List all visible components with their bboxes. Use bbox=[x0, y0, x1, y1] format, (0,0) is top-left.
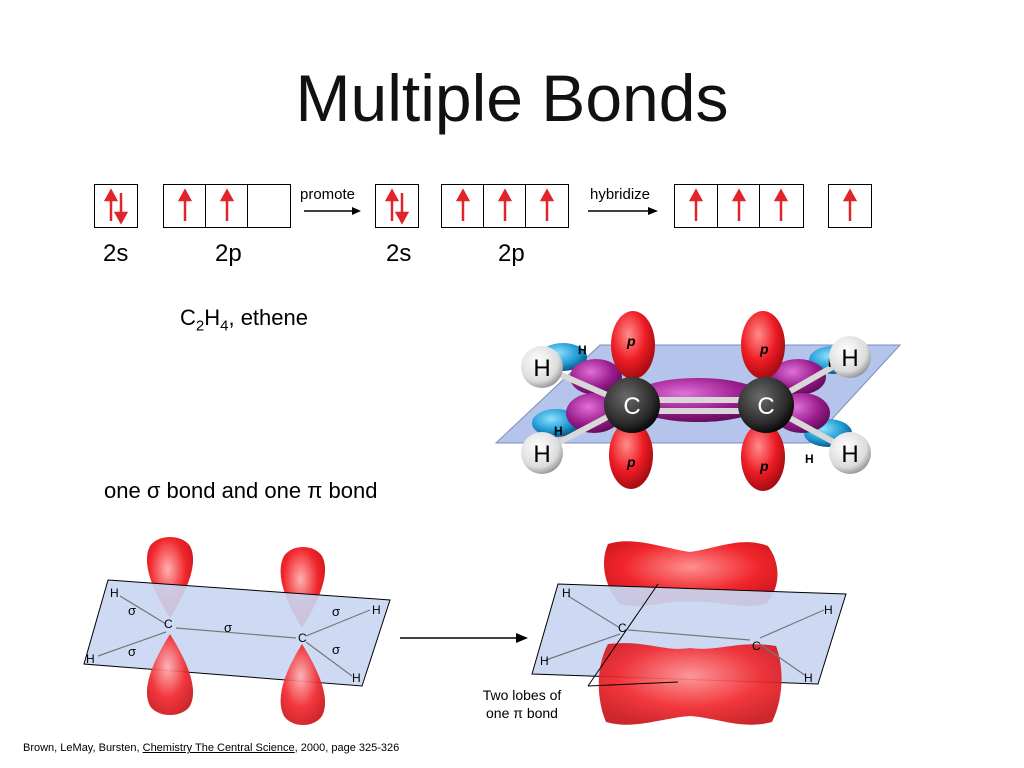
orbital-cell bbox=[95, 185, 137, 227]
atom-label-h: H bbox=[86, 652, 95, 666]
orbital-label-2s: 2s bbox=[103, 240, 129, 267]
orbital-cell bbox=[829, 185, 871, 227]
promote-arrow-icon bbox=[304, 207, 361, 215]
sigma-label: σ bbox=[224, 620, 232, 635]
c-atom bbox=[604, 377, 660, 433]
small-h-label: H bbox=[578, 343, 587, 357]
transition-arrow-icon bbox=[400, 633, 528, 643]
orbital-cell bbox=[206, 185, 248, 227]
atom-label-h: H bbox=[804, 671, 813, 685]
electron-pair-icon bbox=[384, 188, 410, 225]
hybridize-arrow-icon bbox=[588, 207, 658, 215]
atom-label-h: H bbox=[562, 586, 571, 600]
citation-details: , 2000, page 325-326 bbox=[294, 742, 400, 754]
orbital-p-label: p bbox=[626, 333, 636, 349]
orbital-p-label: p bbox=[759, 458, 769, 474]
electron-up-icon bbox=[539, 188, 555, 221]
p-orbital-lobe bbox=[146, 634, 194, 715]
atom-label-h: H bbox=[110, 586, 119, 600]
atom-label-c: C bbox=[752, 639, 761, 653]
h-atom bbox=[521, 346, 563, 388]
orbital-label-2p: 2p bbox=[215, 240, 242, 267]
p-orbital-bottom-right bbox=[741, 423, 785, 491]
pi-bond-lower-lobe bbox=[598, 643, 782, 725]
orbital-cell bbox=[484, 185, 526, 227]
orbital-box-2p-initial bbox=[163, 184, 291, 228]
atom-label-c: C bbox=[164, 617, 173, 631]
sigma-pi-left-diagram: H H C C H H σ σ σ σ σ bbox=[83, 537, 391, 725]
electron-up-icon bbox=[688, 188, 704, 221]
orbital-cell bbox=[442, 185, 484, 227]
sigma-label: σ bbox=[332, 604, 340, 619]
orbital-label-2s: 2s bbox=[386, 240, 412, 267]
electron-up-icon bbox=[177, 188, 193, 221]
p-orbital-lobe bbox=[280, 644, 326, 725]
atom-label-h: H bbox=[533, 441, 550, 468]
electron-pair-icon bbox=[103, 188, 129, 225]
c-atom bbox=[738, 377, 794, 433]
citation-authors: Brown, LeMay, Bursten, bbox=[23, 742, 143, 754]
electron-up-icon bbox=[219, 188, 235, 221]
atom-label-c: C bbox=[623, 393, 640, 420]
citation: Brown, LeMay, Bursten, Chemistry The Cen… bbox=[23, 741, 399, 755]
p-orbital-bottom-left bbox=[609, 421, 653, 489]
atom-label-c: C bbox=[757, 393, 774, 420]
sigma-label: σ bbox=[128, 603, 136, 618]
atom-label-h: H bbox=[824, 603, 833, 617]
orbital-cell bbox=[760, 185, 803, 227]
caption-line: one π bond bbox=[486, 705, 558, 721]
orbital-p-label: p bbox=[759, 341, 769, 357]
orbital-box-2s-initial bbox=[94, 184, 138, 228]
p-orbital-top-right bbox=[741, 311, 785, 379]
orbital-box-unhybridized-p bbox=[828, 184, 872, 228]
bond-description: one σ bond and one π bond bbox=[104, 478, 378, 503]
h-atom bbox=[829, 336, 871, 378]
atom-label-h: H bbox=[372, 603, 381, 617]
electron-up-icon bbox=[842, 188, 858, 221]
h-atom bbox=[829, 432, 871, 474]
atom-label-h: H bbox=[841, 441, 858, 468]
electron-up-icon bbox=[773, 188, 789, 221]
orbital-cell bbox=[675, 185, 718, 227]
slide-title: Multiple Bonds bbox=[295, 61, 729, 135]
small-h-label: H bbox=[554, 424, 563, 438]
sigma-label: σ bbox=[332, 642, 340, 657]
atom-label-h: H bbox=[533, 355, 550, 382]
p-orbital-lobe bbox=[146, 537, 194, 618]
citation-book-title: Chemistry The Central Science bbox=[142, 742, 295, 754]
orbital-cell bbox=[526, 185, 568, 227]
caption-line: Two lobes of bbox=[482, 687, 562, 703]
orbital-box-sp2-hybrid bbox=[674, 184, 804, 228]
orbital-cell bbox=[164, 185, 206, 227]
p-orbital-top-left bbox=[611, 311, 655, 379]
orbital-label-2p: 2p bbox=[498, 240, 525, 267]
atom-label-h: H bbox=[540, 654, 549, 668]
molecule-formula: C2H4, ethene bbox=[180, 305, 308, 335]
pi-lobes-caption: Two lobes of one π bond bbox=[440, 686, 604, 722]
orbital-box-2s-promoted bbox=[375, 184, 419, 228]
orbital-p-label: p bbox=[626, 454, 636, 470]
electron-up-icon bbox=[497, 188, 513, 221]
small-h-label: H bbox=[805, 452, 814, 466]
orbital-cell-empty bbox=[248, 185, 290, 227]
atom-label-c: C bbox=[298, 631, 307, 645]
promote-label: promote bbox=[300, 186, 356, 203]
orbital-box-2p-promoted bbox=[441, 184, 569, 228]
pi-bond-right-diagram: H H C C H H bbox=[531, 541, 847, 725]
hybridize-label: hybridize bbox=[590, 186, 651, 203]
orbital-cell bbox=[718, 185, 760, 227]
ethene-3d-model: p p p p H H H H H H H H C C bbox=[494, 311, 902, 491]
h-atom bbox=[521, 432, 563, 474]
electron-up-icon bbox=[731, 188, 747, 221]
atom-label-h: H bbox=[352, 671, 361, 685]
atom-label-c: C bbox=[618, 621, 627, 635]
electron-up-icon bbox=[455, 188, 471, 221]
orbital-cell bbox=[376, 185, 418, 227]
atom-label-h: H bbox=[841, 345, 858, 372]
sigma-label: σ bbox=[128, 644, 136, 659]
